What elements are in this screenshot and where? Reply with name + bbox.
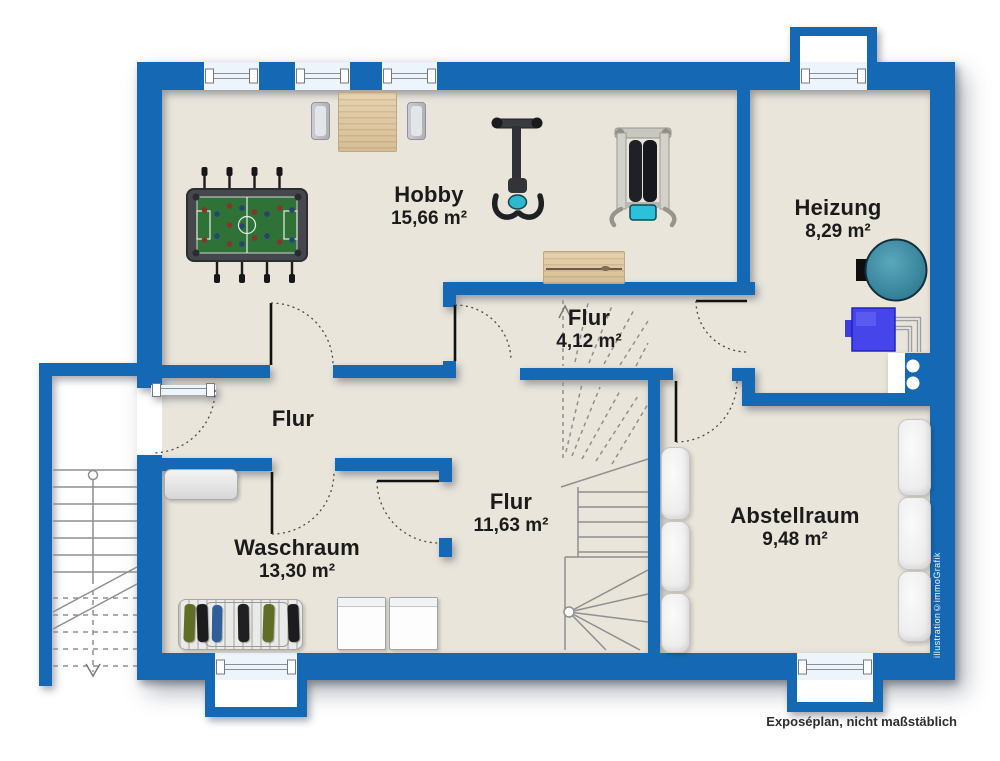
fuel-tank xyxy=(845,307,896,352)
room-label-flur-mitte: Flur 11,63 m² xyxy=(474,489,549,537)
foosball-table xyxy=(186,167,308,283)
door-swing-arcs xyxy=(151,300,748,544)
wall xyxy=(137,455,162,680)
wall xyxy=(443,361,456,378)
shaft-wall xyxy=(787,680,797,712)
room-label-flur-links: Flur xyxy=(272,406,314,432)
washing-machine xyxy=(337,597,386,650)
wall xyxy=(162,458,272,471)
plan-caption: Exposéplan, nicht maßstäblich xyxy=(766,714,957,729)
chimney-flues xyxy=(906,359,920,390)
room-area: 13,30 m² xyxy=(258,560,336,582)
shaft-wall xyxy=(205,680,215,717)
room-name: Flur xyxy=(489,489,533,514)
room-label-heizung: Heizung 8,29 m² xyxy=(795,195,882,243)
heating-pipes xyxy=(893,316,922,352)
wall xyxy=(137,653,215,680)
shaft-wall xyxy=(790,27,877,36)
shelf-cushion xyxy=(898,497,931,570)
shaft-wall xyxy=(873,680,883,712)
room-name: Hobby xyxy=(394,182,464,207)
light-shaft-bottom-left xyxy=(215,678,297,707)
boiler xyxy=(856,238,928,302)
shaft-wall xyxy=(297,680,307,717)
wall xyxy=(737,90,750,282)
exercise-machine xyxy=(491,117,545,220)
room-name: Waschraum xyxy=(234,535,360,560)
watermark: illustration©immoGrafik xyxy=(932,552,942,658)
wall xyxy=(930,62,955,680)
window xyxy=(797,653,873,680)
stairwell-wall xyxy=(39,363,137,376)
light-shaft-top-right xyxy=(799,36,868,63)
wall xyxy=(335,458,439,471)
room-label-flur-oben: Flur 4,12 m² xyxy=(556,305,621,353)
wall xyxy=(443,295,456,307)
chimney-block xyxy=(888,353,905,395)
wall xyxy=(439,538,452,557)
room-area: 11,63 m² xyxy=(473,514,549,536)
multi-gym xyxy=(609,127,677,228)
window xyxy=(215,653,297,680)
window xyxy=(800,62,867,90)
room-name: Flur xyxy=(271,406,315,431)
shelf-cushion xyxy=(661,593,690,653)
room-area: 15,66 m² xyxy=(390,207,468,229)
wall xyxy=(648,368,660,653)
washing-machine xyxy=(389,597,438,650)
wall xyxy=(443,282,755,295)
sideboard-line xyxy=(546,267,622,270)
wall xyxy=(297,653,797,680)
stairwell-wall xyxy=(39,363,52,686)
wall xyxy=(162,365,270,378)
laundry-cabinet xyxy=(164,469,238,500)
window xyxy=(382,62,437,90)
dining-table xyxy=(338,92,397,152)
window xyxy=(204,62,259,90)
room-label-abstellraum: Abstellraum 9,48 m² xyxy=(730,503,859,551)
sideboard-knob xyxy=(601,266,610,272)
wall xyxy=(437,62,800,90)
exterior-staircase xyxy=(52,469,138,678)
shelf-cushion xyxy=(898,419,931,496)
room-area: 9,48 m² xyxy=(762,528,828,550)
chair xyxy=(311,102,330,140)
chair xyxy=(407,102,426,140)
room-label-hobby: Hobby 15,66 m² xyxy=(391,182,467,230)
wall xyxy=(333,365,443,378)
wall xyxy=(873,653,955,680)
room-name: Heizung xyxy=(794,195,882,220)
room-name: Flur xyxy=(567,305,611,330)
wall xyxy=(742,393,930,406)
window xyxy=(295,62,350,90)
wall xyxy=(259,62,295,90)
light-shaft-bottom-right xyxy=(797,678,873,702)
shelf-cushion xyxy=(898,571,931,642)
shaft-wall xyxy=(205,707,307,717)
wall xyxy=(439,458,452,482)
room-area: 8,29 m² xyxy=(805,220,871,242)
sideboard xyxy=(543,251,625,284)
interior-staircase xyxy=(558,300,649,651)
wall xyxy=(520,368,673,380)
shelf-cushion xyxy=(661,521,690,592)
room-area: 4,12 m² xyxy=(556,330,622,352)
room-label-waschraum: Waschraum 13,30 m² xyxy=(234,535,360,583)
shaft-wall xyxy=(867,27,877,63)
wall xyxy=(350,62,382,90)
room-name: Abstellraum xyxy=(730,503,860,528)
shaft-wall xyxy=(790,27,800,63)
shaft-wall xyxy=(787,702,883,712)
door-leaves xyxy=(269,299,747,534)
wall xyxy=(137,62,162,388)
shelf-cushion xyxy=(661,447,690,520)
